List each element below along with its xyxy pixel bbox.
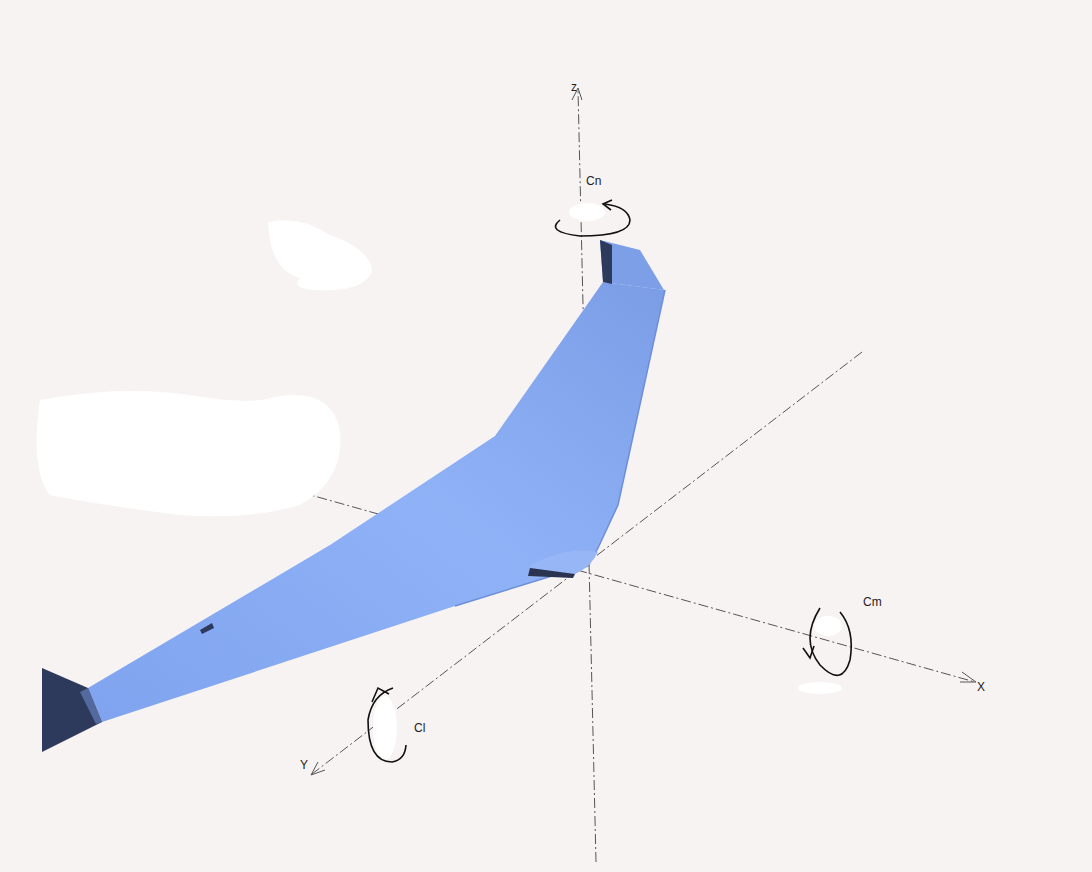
axis-lines <box>300 90 975 862</box>
axis-arrowheads <box>311 88 976 775</box>
erased-patch <box>37 203 842 760</box>
moment-label: Cm <box>863 595 882 609</box>
axis-label: Y <box>300 758 308 772</box>
moment-label: Cn <box>586 174 601 188</box>
axis-label: z <box>571 80 577 94</box>
moment-label: Cl <box>414 721 425 735</box>
axis-label: X <box>977 680 985 694</box>
moment-arrow <box>368 200 851 762</box>
flying-wing <box>42 240 665 752</box>
